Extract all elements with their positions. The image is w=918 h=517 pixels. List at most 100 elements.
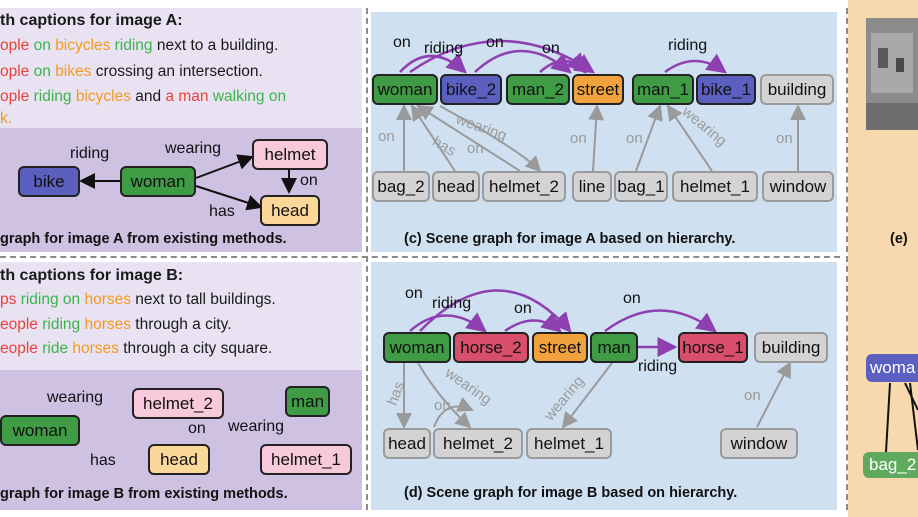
caption-segment: riding xyxy=(114,37,157,54)
caption-segment: crossing an intersection. xyxy=(95,63,263,80)
divider-horizontal xyxy=(0,256,840,258)
node-bag-1: bag_1 xyxy=(614,171,668,202)
caption-segment: k. xyxy=(0,110,13,127)
caption-segment: bicycles xyxy=(55,37,115,54)
caption-segment: walking on xyxy=(212,88,287,105)
node-man: man xyxy=(590,332,638,363)
divider-vertical-right xyxy=(846,8,848,510)
node-head: head xyxy=(383,428,431,459)
node-bag-2: bag_2 xyxy=(372,171,430,202)
caption-segment: on xyxy=(33,63,56,80)
caption-segment: horses xyxy=(72,340,124,357)
caption-segment: bicycles xyxy=(75,88,136,105)
node-bike-1: bike_1 xyxy=(696,74,756,105)
c-gray-on-d: on xyxy=(626,130,643,147)
node-helmet-1: helmet_1 xyxy=(526,428,612,459)
edge-label-has-b: has xyxy=(90,452,116,469)
c-label-riding-2: riding xyxy=(668,37,708,54)
c-gray-on-b: on xyxy=(467,140,484,157)
divider-vertical-left xyxy=(366,8,368,510)
subcaption-a: graph for image A from existing methods. xyxy=(0,231,287,247)
caption-heading-b: th captions for image B: xyxy=(0,267,184,284)
node-woman: woman xyxy=(383,332,451,363)
d-gray-on-a: on xyxy=(434,397,451,414)
caption-box-b xyxy=(0,262,362,370)
edge-label-wearing-b2: wearing xyxy=(228,418,285,435)
caption-segment: ople xyxy=(0,63,34,80)
caption-segment: riding xyxy=(33,88,76,105)
node-building: building xyxy=(754,332,828,363)
street-photo xyxy=(866,18,918,130)
caption-line-a2: ople on bikes crossing an intersection. xyxy=(0,63,263,81)
c-gray-on-c: on xyxy=(570,130,587,147)
d-label-riding-2: riding xyxy=(638,358,678,375)
d-label-on-2: on xyxy=(514,300,532,317)
node-helmet-2: helmet_2 xyxy=(482,171,566,202)
node-bike: bike xyxy=(18,166,80,197)
caption-heading-a: th captions for image A: xyxy=(0,12,183,29)
node-head-b: head xyxy=(148,444,210,475)
node-street: street xyxy=(532,332,588,363)
caption-segment: on xyxy=(33,37,56,54)
c-label-on-2: on xyxy=(486,34,504,51)
node-line: line xyxy=(572,171,612,202)
caption-box-a xyxy=(0,8,362,128)
node-man-1: man_1 xyxy=(632,74,694,105)
caption-segment: ople xyxy=(0,37,34,54)
edge-label-wearing-b: wearing xyxy=(47,389,104,406)
edge-label-on: on xyxy=(300,172,318,189)
node-woman-b: woman xyxy=(0,415,80,446)
caption-segment: ps xyxy=(0,291,21,308)
node-helmet-2: helmet_2 xyxy=(433,428,523,459)
caption-segment: horses xyxy=(84,291,136,308)
node-helmet-1-b: helmet_1 xyxy=(260,444,352,475)
c-gray-on-a: on xyxy=(378,128,395,145)
subcaption-e: (e) xyxy=(890,231,908,247)
edge-label-has: has xyxy=(209,203,235,220)
node-helmet-1: helmet_1 xyxy=(672,171,758,202)
caption-segment: riding xyxy=(42,316,85,333)
d-label-on-3: on xyxy=(623,290,641,307)
c-gray-on-e: on xyxy=(776,130,793,147)
node-bike-2: bike_2 xyxy=(440,74,502,105)
node-building: building xyxy=(760,74,834,105)
node-bag-2-e: bag_2 xyxy=(863,452,918,478)
d-gray-on-b: on xyxy=(744,387,761,404)
c-label-riding-1: riding xyxy=(424,40,464,57)
node-head: head xyxy=(432,171,480,202)
d-label-on-1: on xyxy=(405,285,423,302)
caption-line-a3: ople riding bicycles and a man walking o… xyxy=(0,88,286,106)
caption-segment: through a city square. xyxy=(123,340,273,357)
c-label-on-1: on xyxy=(393,34,411,51)
caption-line-a1: ople on bicycles riding next to a buildi… xyxy=(0,37,278,55)
edge-label-wearing: wearing xyxy=(165,140,222,157)
caption-line-a4: k. xyxy=(0,110,12,128)
node-woman: woman xyxy=(120,166,196,197)
node-horse-2: horse_2 xyxy=(453,332,529,363)
node-man-b: man xyxy=(285,386,330,417)
edge-label-on-b: on xyxy=(188,420,206,437)
node-helmet-2-b: helmet_2 xyxy=(132,388,224,419)
caption-segment: next to tall buildings. xyxy=(135,291,276,308)
node-head: head xyxy=(260,195,320,226)
caption-segment: bikes xyxy=(55,63,96,80)
c-label-on-3: on xyxy=(542,40,560,57)
subcaption-b: graph for image B from existing methods. xyxy=(0,486,288,502)
caption-line-b3: eople ride horses through a city square. xyxy=(0,340,272,358)
caption-segment: eople xyxy=(0,316,43,333)
d-label-riding-1: riding xyxy=(432,295,472,312)
caption-segment: riding on xyxy=(20,291,85,308)
caption-segment: eople xyxy=(0,340,43,357)
node-woman: woman xyxy=(372,74,438,105)
node-helmet: helmet xyxy=(252,139,328,170)
caption-segment: a man xyxy=(165,88,213,105)
caption-segment: next to a building. xyxy=(156,37,279,54)
caption-line-b1: ps riding on horses next to tall buildin… xyxy=(0,291,276,309)
caption-line-b2: eople riding horses through a city. xyxy=(0,316,232,334)
street-photo-image xyxy=(866,18,918,130)
node-street: street xyxy=(572,74,624,105)
node-horse-1: horse_1 xyxy=(678,332,748,363)
caption-segment: ride xyxy=(42,340,73,357)
node-man-2: man_2 xyxy=(506,74,570,105)
edge-label-riding: riding xyxy=(70,145,110,162)
